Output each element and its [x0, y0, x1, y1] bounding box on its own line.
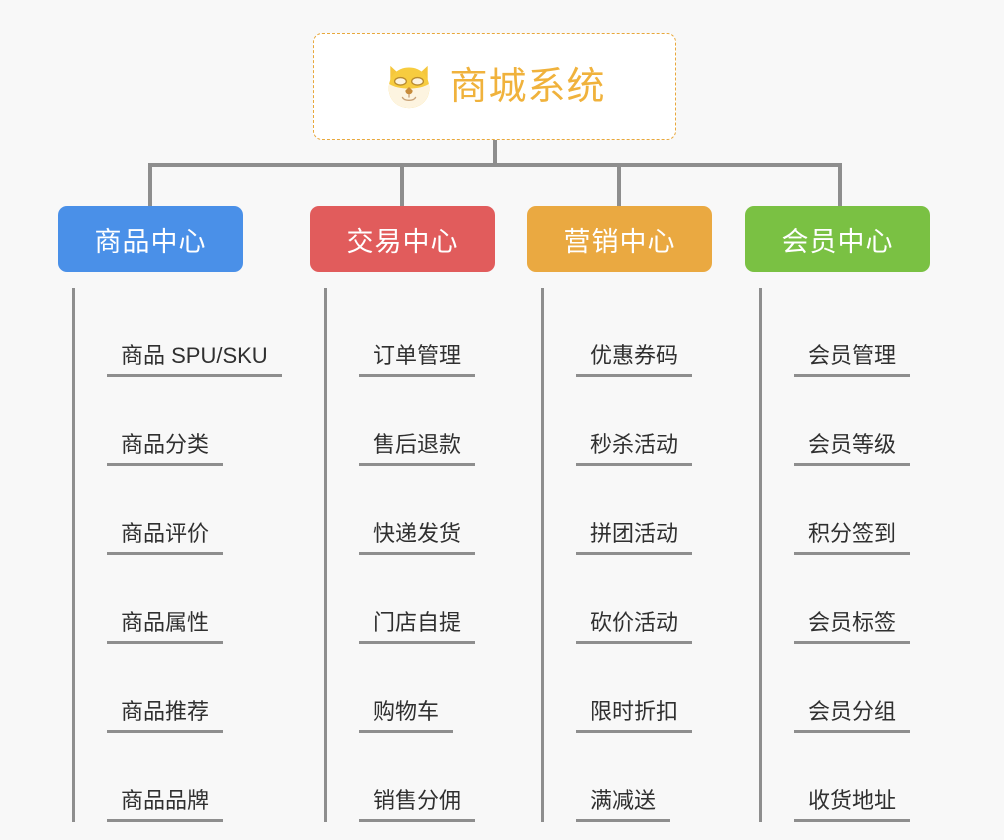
leaf-item[interactable]: 商品属性: [75, 555, 243, 644]
leaf-label: 商品分类: [107, 431, 224, 466]
leaf-item[interactable]: 快递发货: [327, 466, 495, 555]
branch-2: 交易中心订单管理售后退款快递发货门店自提购物车销售分佣: [310, 206, 495, 838]
leaf-label: 会员管理: [794, 342, 911, 377]
root-title: 商城系统: [449, 65, 606, 108]
branch-3: 营销中心优惠券码秒杀活动拼团活动砍价活动限时折扣满减送: [527, 206, 712, 838]
leaf-label: 满减送: [576, 787, 671, 822]
leaf-item[interactable]: 商品 SPU/SKU: [75, 288, 282, 377]
leaf-item[interactable]: 砍价活动: [544, 555, 712, 644]
leaf-label: 商品属性: [107, 609, 224, 644]
branch-1: 商品中心商品 SPU/SKU 商品分类商品评价商品属性商品推荐商品品牌: [58, 206, 282, 838]
root-node[interactable]: 商城系统: [313, 33, 676, 140]
leaf-label: 秒杀活动: [576, 431, 693, 466]
leaf-list-3: 优惠券码秒杀活动拼团活动砍价活动限时折扣满减送: [541, 288, 712, 822]
category-box-3[interactable]: 营销中心: [527, 206, 712, 272]
leaf-label: 商品推荐: [107, 698, 224, 733]
leaf-item[interactable]: 商品品牌: [75, 733, 243, 822]
category-label: 商品中心: [94, 226, 207, 257]
category-box-4[interactable]: 会员中心: [745, 206, 930, 272]
leaf-item[interactable]: 会员分组: [762, 644, 930, 733]
category-label: 会员中心: [781, 226, 894, 257]
connector-horizontal-bus: [150, 163, 840, 167]
leaf-label: 优惠券码: [576, 342, 693, 377]
connector-drop-2: [400, 163, 404, 206]
leaf-label: 商品 SPU/SKU: [107, 342, 282, 377]
leaf-label: 收货地址: [794, 787, 911, 822]
leaf-item[interactable]: 优惠券码: [544, 288, 712, 377]
leaf-item[interactable]: 销售分佣: [327, 733, 495, 822]
leaf-label: 商品评价: [107, 520, 224, 555]
leaf-item[interactable]: 订单管理: [327, 288, 495, 377]
leaf-item[interactable]: 门店自提: [327, 555, 495, 644]
connector-drop-4: [838, 163, 842, 206]
leaf-label: 售后退款: [359, 431, 476, 466]
connector-root-stem: [493, 140, 497, 166]
leaf-list-1: 商品 SPU/SKU 商品分类商品评价商品属性商品推荐商品品牌: [72, 288, 282, 822]
category-box-1[interactable]: 商品中心: [58, 206, 243, 272]
leaf-item[interactable]: 购物车: [327, 644, 495, 733]
category-label: 营销中心: [563, 226, 676, 257]
leaf-item[interactable]: 收货地址: [762, 733, 930, 822]
leaf-label: 会员标签: [794, 609, 911, 644]
leaf-label: 砍价活动: [576, 609, 693, 644]
leaf-item[interactable]: 会员等级: [762, 377, 930, 466]
leaf-item[interactable]: 会员管理: [762, 288, 930, 377]
leaf-label: 购物车: [359, 698, 454, 733]
leaf-list-2: 订单管理售后退款快递发货门店自提购物车销售分佣: [324, 288, 495, 822]
leaf-item[interactable]: 商品推荐: [75, 644, 243, 733]
category-box-2[interactable]: 交易中心: [310, 206, 495, 272]
leaf-item[interactable]: 拼团活动: [544, 466, 712, 555]
leaf-label: 门店自提: [359, 609, 476, 644]
connector-drop-3: [617, 163, 621, 206]
leaf-item[interactable]: 售后退款: [327, 377, 495, 466]
leaf-label: 销售分佣: [359, 787, 476, 822]
leaf-item[interactable]: 商品分类: [75, 377, 243, 466]
leaf-list-4: 会员管理会员等级积分签到会员标签会员分组收货地址: [759, 288, 930, 822]
leaf-item[interactable]: 积分签到: [762, 466, 930, 555]
leaf-label: 限时折扣: [576, 698, 693, 733]
leaf-label: 商品品牌: [107, 787, 224, 822]
leaf-label: 会员分组: [794, 698, 911, 733]
leaf-label: 会员等级: [794, 431, 911, 466]
leaf-item[interactable]: 满减送: [544, 733, 712, 822]
leaf-label: 订单管理: [359, 342, 476, 377]
leaf-label: 快递发货: [359, 520, 476, 555]
leaf-item[interactable]: 会员标签: [762, 555, 930, 644]
leaf-label: 拼团活动: [576, 520, 693, 555]
branch-4: 会员中心会员管理会员等级积分签到会员标签会员分组收货地址: [745, 206, 930, 838]
leaf-label: 积分签到: [794, 520, 911, 555]
shiba-dog-icon: [389, 65, 430, 108]
leaf-item[interactable]: 商品评价: [75, 466, 243, 555]
category-label: 交易中心: [346, 226, 459, 257]
connector-drop-1: [148, 163, 152, 206]
leaf-item[interactable]: 限时折扣: [544, 644, 712, 733]
leaf-item[interactable]: 秒杀活动: [544, 377, 712, 466]
